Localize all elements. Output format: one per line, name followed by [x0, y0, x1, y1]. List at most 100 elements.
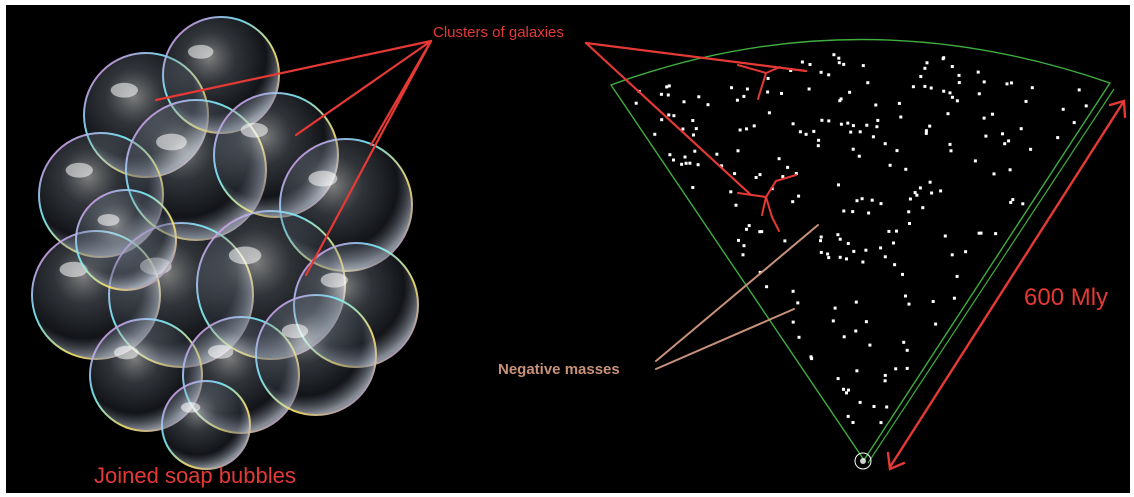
galaxy-dot	[921, 206, 925, 210]
galaxy-dot	[857, 154, 861, 158]
galaxy-dot	[928, 180, 932, 184]
galaxy-dot	[924, 129, 928, 133]
galaxy-dot	[791, 200, 795, 204]
galaxy-dot	[819, 250, 823, 254]
galaxy-dot	[697, 95, 701, 99]
galaxy-dot	[653, 132, 657, 136]
galaxy-dot	[895, 149, 899, 153]
galaxy-dot	[905, 366, 909, 370]
galaxy-dot	[681, 127, 685, 131]
galaxy-dot	[992, 172, 996, 176]
galaxy-dot	[845, 391, 848, 395]
bubble-highlight	[156, 133, 187, 151]
galaxy-dot	[1030, 86, 1034, 90]
galaxy-dot	[800, 60, 804, 64]
galaxy-dot	[1061, 107, 1065, 111]
galaxy-dot	[683, 155, 687, 159]
galaxy-dot	[879, 246, 883, 250]
galaxy-dot	[836, 233, 840, 237]
galaxy-dot	[939, 189, 943, 193]
galaxy-dot	[1021, 202, 1025, 206]
soap-bubbles-caption: Joined soap bubbles	[94, 463, 296, 488]
galaxy-dot	[807, 87, 811, 91]
galaxy-dot	[745, 87, 749, 91]
galaxy-dot	[827, 73, 831, 77]
galaxy-dot	[682, 100, 686, 104]
galaxy-dot	[754, 176, 758, 179]
galaxy-dot	[915, 193, 919, 197]
galaxy-dot	[861, 64, 865, 68]
clusters-label: Clusters of galaxies	[433, 24, 564, 41]
bubble-highlight	[308, 170, 338, 187]
galaxy-dot	[738, 128, 742, 132]
bubble-highlight	[65, 162, 93, 178]
cluster-filaments	[737, 64, 797, 232]
galaxy-dot	[901, 272, 904, 276]
galaxy-dot	[847, 388, 850, 392]
galaxy-dot	[851, 147, 855, 151]
galaxy-dot	[842, 387, 845, 391]
galaxy-dot	[783, 239, 787, 243]
galaxy-dot	[866, 81, 870, 85]
galaxy-dot	[957, 81, 961, 85]
galaxy-dot	[864, 320, 868, 324]
galaxy-dot	[907, 302, 911, 306]
galaxy-dot	[931, 300, 935, 303]
galaxy-dot	[918, 186, 922, 190]
galaxy-dot	[913, 191, 917, 195]
galaxy-dot	[942, 89, 946, 93]
galaxy-dot	[1010, 81, 1013, 85]
negative-masses-label: Negative masses	[498, 361, 620, 378]
galaxy-dot	[791, 289, 795, 293]
galaxy-dot	[742, 94, 746, 98]
galaxy-dot	[745, 227, 748, 231]
galaxy-dot	[860, 197, 864, 201]
galaxy-dot	[777, 157, 781, 161]
galaxy-dot	[955, 99, 959, 103]
galaxy-dot	[836, 377, 840, 381]
galaxy-dot	[837, 183, 840, 187]
galaxy-dot	[1003, 142, 1007, 146]
galaxy-dot	[942, 56, 946, 60]
galaxy-dot	[791, 122, 795, 126]
galaxy-dot	[1077, 88, 1081, 92]
galaxy-dot	[715, 152, 719, 156]
galaxy-dot	[977, 92, 981, 96]
galaxy-dot	[780, 91, 783, 95]
bubble-highlight	[228, 246, 262, 265]
galaxy-dot	[865, 123, 869, 127]
galaxy-dot	[816, 144, 820, 148]
galaxy-dot	[766, 76, 770, 80]
galaxy-dot	[845, 257, 848, 261]
galaxy-dot	[904, 294, 907, 298]
bubble-highlight	[240, 122, 268, 138]
galaxy-dot	[797, 335, 801, 339]
galaxy-dot	[730, 86, 733, 90]
galaxy-dot	[904, 167, 908, 171]
galaxy-dot	[846, 121, 850, 125]
galaxy-dot	[741, 253, 745, 257]
galaxy-dot	[851, 124, 855, 128]
bubble-highlight	[59, 261, 88, 278]
galaxy-dot	[765, 285, 769, 289]
galaxy-dot	[684, 161, 688, 165]
galaxy-dot	[977, 231, 981, 235]
galaxy-dot	[832, 53, 836, 57]
galaxy-dot	[692, 133, 695, 137]
galaxy-dot	[660, 118, 664, 122]
bubble-highlight	[320, 272, 348, 288]
galaxy-dot	[897, 101, 901, 105]
galaxy-dot	[781, 175, 785, 179]
galaxy-dot	[665, 85, 669, 89]
galaxy-dot	[892, 241, 895, 245]
diagram-canvas	[31, 16, 1127, 471]
galaxy-dot	[812, 129, 816, 133]
galaxy-dot	[908, 197, 912, 201]
galaxy-dot	[672, 158, 675, 162]
galaxy-dot	[672, 114, 676, 118]
galaxy-dot	[925, 61, 929, 65]
galaxy-dot	[924, 131, 928, 135]
galaxy-dot	[1001, 132, 1004, 136]
galaxy-dot	[837, 56, 841, 60]
galaxy-dot	[735, 98, 739, 102]
